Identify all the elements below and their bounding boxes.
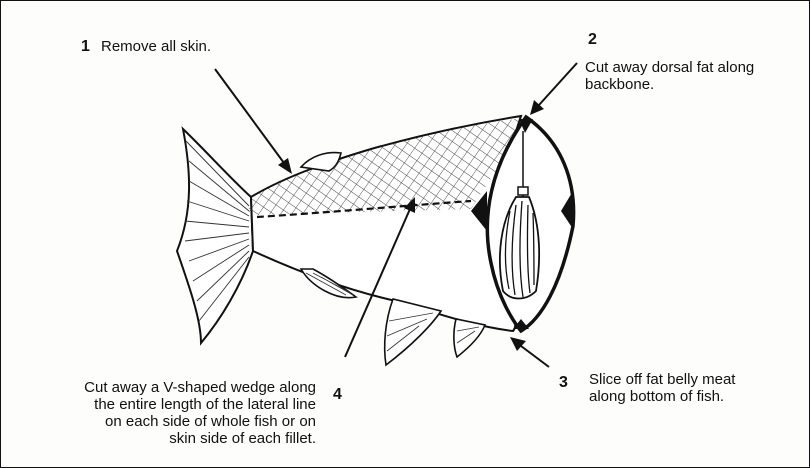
arrow-3 bbox=[521, 346, 549, 367]
step-2-text: Cut away dorsal fat along backbone. bbox=[585, 59, 754, 93]
tail-fin bbox=[177, 129, 253, 343]
arrow-2 bbox=[539, 63, 577, 105]
step-3-number: 3 bbox=[559, 375, 568, 391]
arrow-1 bbox=[215, 69, 284, 163]
step-1-number: 1 bbox=[81, 39, 90, 55]
step-4-number: 4 bbox=[333, 387, 342, 403]
step-1-text: Remove all skin. bbox=[101, 38, 211, 55]
step-3-text: Slice off fat belly meat along bottom of… bbox=[589, 371, 735, 405]
step-2-number: 2 bbox=[588, 32, 597, 48]
step-4-text: Cut away a V-shaped wedge along the enti… bbox=[19, 379, 316, 447]
